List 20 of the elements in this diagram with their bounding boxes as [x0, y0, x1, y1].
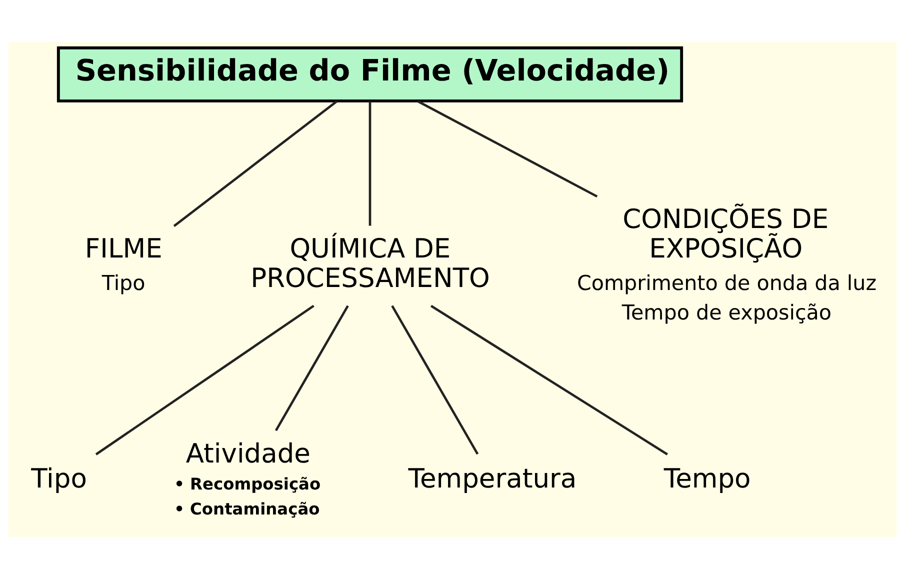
- node-box: Sensibilidade do Filme (Velocidade): [56, 46, 684, 102]
- node-text: Atividade: [186, 438, 311, 469]
- node-text: Tempo: [664, 463, 751, 494]
- connector: [368, 100, 372, 226]
- node-label: • Contaminação: [174, 499, 320, 518]
- node-label: Comprimento de onda da luz: [576, 270, 877, 294]
- connector: [417, 100, 598, 198]
- node-text: Tipo: [31, 463, 87, 494]
- node-text: Temperatura: [408, 463, 577, 494]
- node-text: QUÍMICA DE PROCESSAMENTO: [250, 233, 490, 294]
- node-text: CONDIÇÕES DE EXPOSIÇÃO: [622, 204, 829, 264]
- node-label: Tempo de exposição: [622, 300, 832, 324]
- node-label: • Recomposição: [174, 474, 321, 494]
- connector: [391, 304, 479, 454]
- connector: [274, 304, 349, 431]
- node-label: Tipo: [102, 270, 146, 294]
- connector: [95, 304, 314, 455]
- connector: [173, 100, 338, 226]
- connector: [430, 304, 668, 455]
- node-text: FILME: [84, 233, 162, 264]
